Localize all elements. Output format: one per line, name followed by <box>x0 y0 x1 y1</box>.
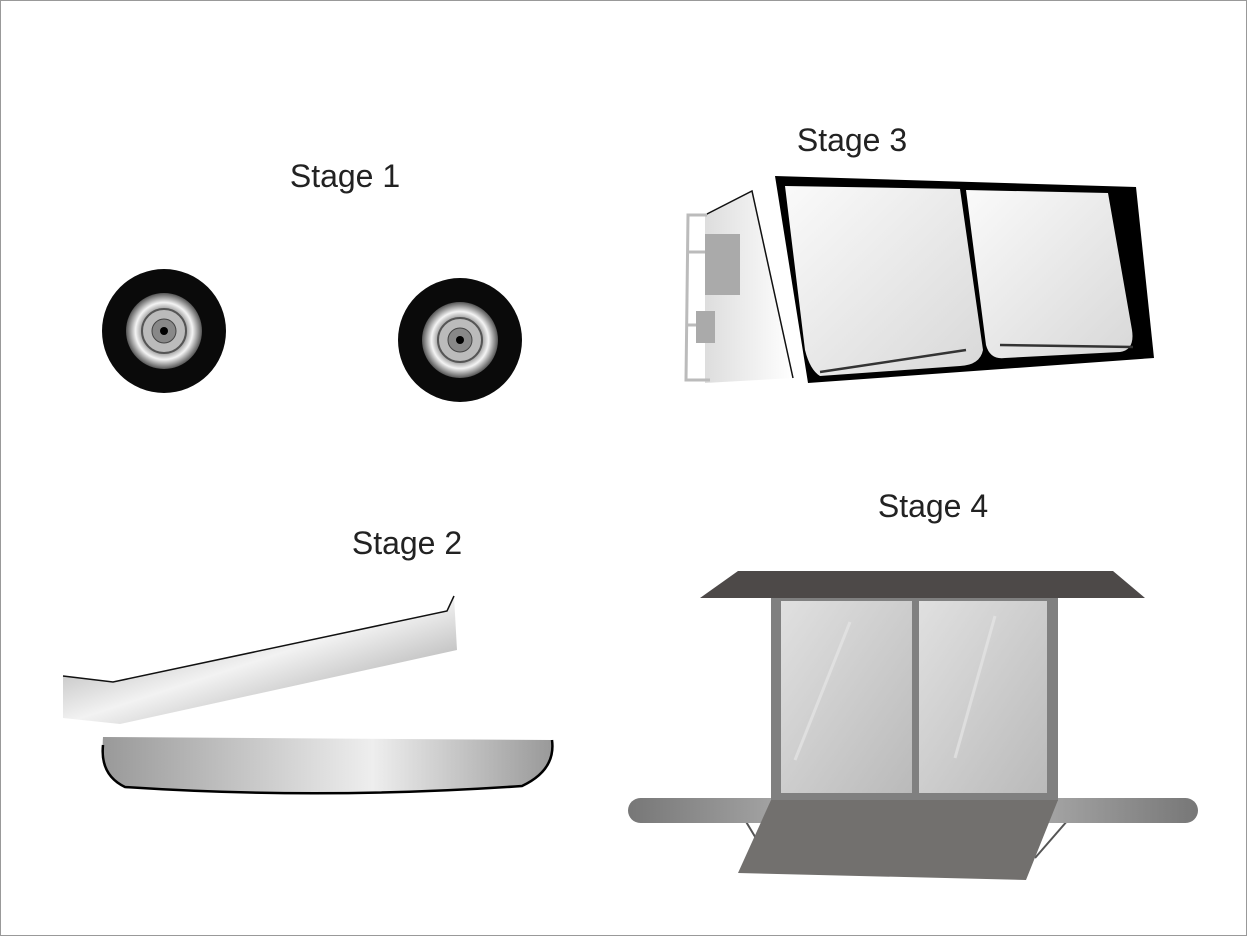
ramp <box>738 800 1058 880</box>
wheel-right <box>398 278 522 402</box>
assembled-cabin <box>628 571 1198 880</box>
stage-4-label: Stage 4 <box>878 488 988 524</box>
stage-2-label: Stage 2 <box>352 525 462 561</box>
wiper-right <box>999 343 1134 349</box>
lower-body-panel <box>101 737 554 795</box>
wheel-left <box>102 269 226 393</box>
stage-3-label: Stage 3 <box>797 122 907 158</box>
roof <box>700 571 1145 598</box>
windshield <box>775 176 1154 383</box>
upper-body-panel <box>62 595 457 724</box>
stage-1-label: Stage 1 <box>290 158 400 194</box>
window-pane-right <box>919 601 1047 793</box>
cab-rear <box>684 189 794 383</box>
wiper-left <box>819 348 967 374</box>
